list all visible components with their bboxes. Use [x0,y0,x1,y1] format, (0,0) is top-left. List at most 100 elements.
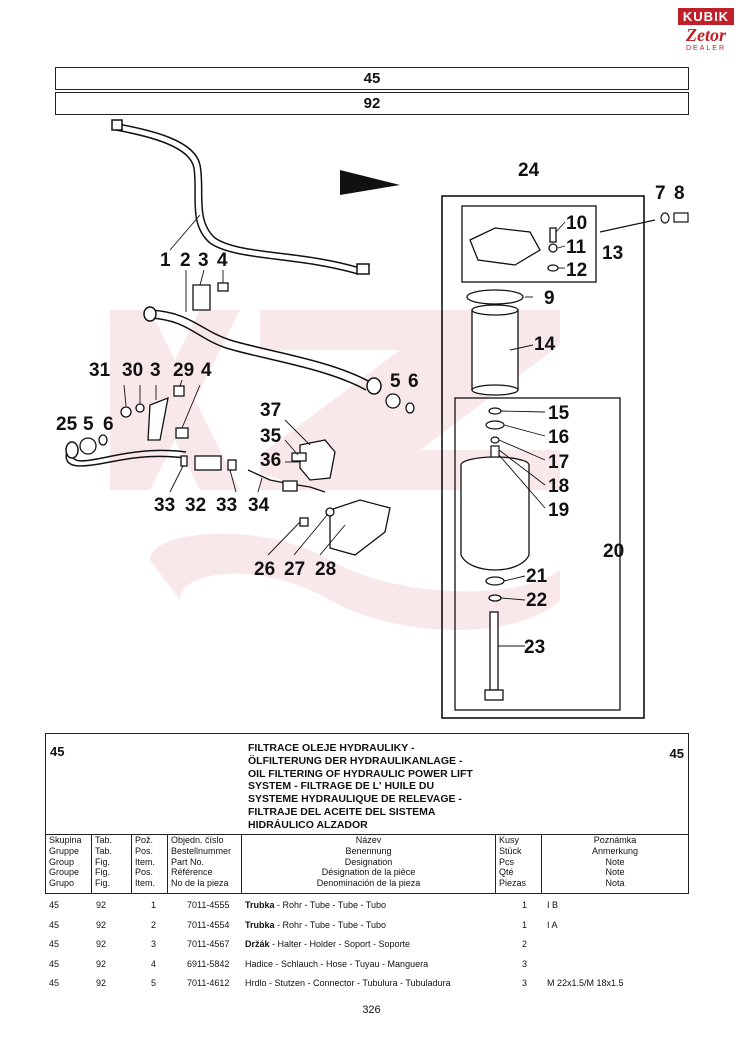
filter-head [469,227,559,272]
cell-table: 92 [96,900,107,910]
col-group: Skupina Gruppe Group Groupe Grupo [46,835,92,893]
callout-labels: 1 2 3 4 3 4 5 6 5 6 7 8 9 10 11 12 13 14… [56,160,685,658]
col-qty: Kusy Stück Pcs Qté Piezas [496,835,542,893]
logo-brand: KUBIK [678,8,734,25]
pipe-3 [65,441,187,467]
group-number-right: 45 [669,746,684,761]
callout-6: 6 [408,371,419,392]
callout-20: 20 [603,541,624,562]
cell-table: 92 [96,939,107,949]
callout-1: 1 [160,250,171,271]
cell-qty: 1 [522,900,528,910]
cell-pos: 2 [151,919,157,930]
title-line: ÖLFILTERUNG DER HYDRAULIKANLAGE - [248,754,463,767]
cell-qty: 2 [522,939,528,949]
filter-bowl [460,456,530,602]
callout-18: 18 [548,476,569,497]
filter-bowl-frame [454,397,621,711]
cell-pos: 4 [151,958,157,969]
parts-list: 45 92 1 7011-4555 Trubka - Rohr - Tube -… [45,897,687,995]
leader-lines [123,214,566,647]
table-row: 45 92 4 6911-5842 Hadice - Schlauch - Ho… [45,956,687,976]
logo-make: Zetor [686,25,726,45]
cell-partno: 7011-4554 [187,919,230,930]
cell-name: Trubka - Rohr - Tube - Tube - Tubo [245,900,387,910]
callout-12: 12 [566,260,587,281]
logo-sub: DEALER [685,45,726,52]
title-line: HIDRÁULICO ALZADOR [248,818,368,831]
filter-head-frame [461,205,597,283]
bracket-parts [79,282,415,493]
cell-partno: 7011-4612 [187,978,230,988]
callout-5: 5 [390,371,401,392]
title-line: OIL FILTERING OF HYDRAULIC POWER LIFT [248,767,473,780]
callout-8: 8 [674,183,685,204]
callout-24: 24 [518,160,540,181]
table-row: 45 92 1 7011-4555 Trubka - Rohr - Tube -… [45,897,687,917]
cell-pos: 3 [151,939,157,949]
callout-34: 34 [248,495,270,516]
cell-partno: 7011-4555 [187,900,230,910]
col-note: Poznámka Anmerkung Note Note Nota [591,835,639,889]
callout-4b: 4 [201,360,212,381]
filter-element [466,289,524,396]
cell-pos: 5 [151,978,157,988]
callout-30: 30 [122,360,143,381]
cell-group: 45 [49,958,60,969]
callout-17: 17 [548,452,569,473]
cell-name: Hrdlo - Stutzen - Connector - Tubulura -… [245,978,451,988]
cell-table: 92 [96,919,107,930]
callout-5b: 5 [83,414,94,435]
section-title-box: 45 45 FILTRACE OLEJE HYDRAULIKY - ÖLFILT… [45,733,689,835]
callout-28: 28 [315,559,336,580]
filter-assembly-frame [441,195,645,719]
cover-plate [299,499,391,556]
title-line: SYSTEME HYDRAULIQUE DE RELEVAGE - [248,793,462,806]
cell-note: I A [547,919,558,930]
callout-29: 29 [173,360,194,381]
callout-37: 37 [260,400,281,421]
cell-name: Držák - Halter - Holder - Soport - Sopor… [245,939,411,949]
cell-note: M 22x1.5/M 18x1.5 [547,978,624,988]
cell-group: 45 [49,939,60,949]
header-table-number: 92 [55,92,689,115]
callout-33b: 33 [216,495,237,516]
seals [485,407,505,461]
table-header: Skupina Gruppe Group Groupe Grupo Tab. T… [45,834,689,894]
pipe-2 [143,306,382,395]
cell-note: I B [547,900,559,910]
callout-3b: 3 [150,360,161,381]
arrow-mark [340,170,400,195]
kubik-zetor-logo: KUBIK Zetor DEALER [678,8,734,56]
header-group-number: 45 [55,67,689,90]
callout-9: 9 [544,288,555,309]
table-row: 45 92 2 7011-4554 Trubka - Rohr - Tube -… [45,917,687,937]
col-name: Název Benennung Designation Désignation … [242,835,496,893]
title-line: SYSTEM - FILTRAGE DE L' HUILE DU [248,780,435,793]
callout-26: 26 [254,559,275,580]
title-line: FILTRACE OLEJE HYDRAULIKY - [248,742,415,754]
cell-name: Hadice - Schlauch - Hose - Tuyau - Mangu… [245,958,429,969]
callout-27: 27 [284,559,305,580]
cell-table: 92 [96,958,107,969]
callout-21: 21 [526,566,548,587]
table-row: 45 92 3 7011-4567 Držák - Halter - Holde… [45,936,687,956]
group-number-left: 45 [50,744,65,759]
col-partno: Objedn. číslo Bestellnummer Part No. Réf… [168,835,242,893]
callout-22: 22 [526,590,547,611]
cell-name: Trubka - Rohr - Tube - Tube - Tubo [245,919,387,930]
pipe-1 [111,119,370,275]
callout-15: 15 [548,403,570,424]
callout-10: 10 [566,213,587,234]
cell-partno: 6911-5842 [187,958,230,969]
callout-16: 16 [548,427,569,448]
callout-35: 35 [260,426,282,447]
bolt [484,611,504,701]
callout-23: 23 [524,637,545,658]
cell-qty: 3 [522,978,528,988]
cell-pos: 1 [151,900,157,910]
col-table: Tab. Tab. Fig. Fig. Fig. [92,835,132,893]
callout-25: 25 [56,414,78,435]
callout-4: 4 [217,250,228,271]
table-row: 45 92 5 7011-4612 Hrdlo - Stutzen - Conn… [45,975,687,995]
